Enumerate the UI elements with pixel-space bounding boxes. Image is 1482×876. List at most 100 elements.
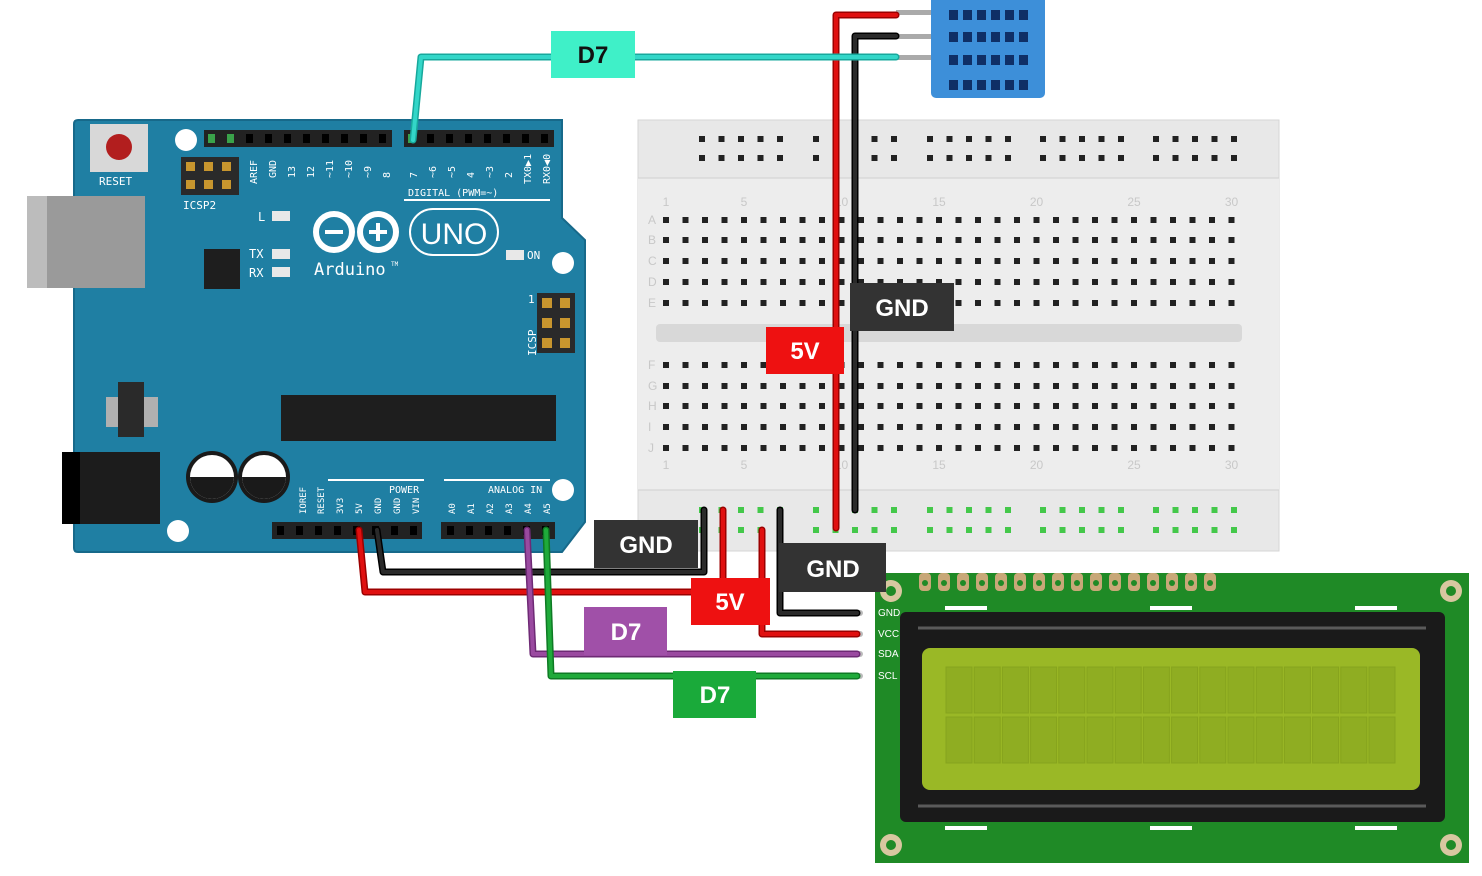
header-hole: [522, 134, 529, 143]
breadboard-hole: [877, 237, 884, 243]
icsp2-pin: [186, 162, 195, 171]
lcd-character-cell: [1340, 666, 1368, 714]
header-hole: [334, 526, 341, 535]
breadboard-hole: [663, 258, 669, 264]
breadboard-rail-hole: [1172, 527, 1179, 533]
arduino-brand-label: Arduino: [314, 260, 386, 280]
breadboard-hole: [799, 383, 806, 389]
led-tx-label: TX: [249, 247, 264, 261]
breadboard-rail-hole: [1231, 136, 1237, 142]
header-hole: [503, 134, 510, 143]
breadboard-rail-hole: [813, 155, 819, 161]
breadboard-hole: [1131, 383, 1137, 389]
header-hole: [360, 134, 367, 143]
breadboard-rail-hole: [699, 155, 705, 161]
breadboard-hole: [975, 258, 981, 264]
breadboard-rail-hole: [1231, 155, 1237, 161]
lcd-character-cell: [1001, 716, 1029, 764]
breadboard-hole: [897, 279, 903, 285]
wire-tag-breadboard-5v: 5V: [766, 327, 844, 374]
breadboard-hole: [936, 403, 942, 409]
breadboard-row-letter: E: [648, 296, 656, 310]
breadboard-hole: [682, 383, 689, 389]
breadboard-hole: [1209, 424, 1215, 430]
breadboard-hole: [702, 445, 708, 451]
dht-grill-slot: [1019, 10, 1028, 20]
dht-grill-slot: [1019, 32, 1028, 42]
breadboard-hole: [1053, 300, 1059, 306]
breadboard-rail-hole: [1118, 136, 1124, 142]
led-on-label: ON: [527, 249, 540, 262]
breadboard-hole: [741, 362, 747, 368]
breadboard-hole: [1209, 217, 1215, 223]
lcd-character-cell: [1030, 716, 1058, 764]
voltage-regulator: [118, 382, 144, 437]
breadboard-rail-hole: [1153, 527, 1159, 533]
breadboard-hole: [1131, 279, 1137, 285]
breadboard-hole: [1131, 237, 1137, 243]
breadboard-hole: [1014, 279, 1020, 285]
breadboard-hole: [799, 217, 806, 223]
power-pin-label: IOREF: [299, 487, 309, 514]
atmega-chip: [281, 395, 556, 441]
breadboard-hole: [799, 237, 806, 243]
breadboard-rail-hole: [891, 507, 897, 513]
breadboard-hole: [1092, 403, 1098, 409]
digital-pin-label: AREF: [249, 160, 260, 184]
breadboard-hole: [1228, 424, 1235, 430]
breadboard-hole: [1170, 445, 1176, 451]
dht-grill-slot: [1005, 55, 1014, 65]
header-hole: [391, 526, 398, 535]
breadboard-hole: [1111, 403, 1118, 409]
icsp-pin: [560, 298, 570, 308]
power-pin-label: 3V3: [336, 498, 346, 514]
led-l-label: L: [258, 210, 265, 224]
breadboard-hole: [1014, 300, 1020, 306]
breadboard-hole: [1092, 445, 1098, 451]
breadboard-row-letter: I: [648, 420, 651, 434]
breadboard-rail-hole: [777, 155, 783, 161]
breadboard-rail-hole: [1098, 507, 1105, 513]
breadboard-hole: [1033, 300, 1040, 306]
breadboard-hole: [760, 403, 767, 409]
breadboard-hole: [1111, 279, 1118, 285]
breadboard-hole: [741, 383, 747, 389]
breadboard-hole: [936, 258, 942, 264]
breadboard-hole: [1092, 279, 1098, 285]
header-hole: [465, 134, 472, 143]
breadboard-hole: [1131, 424, 1137, 430]
breadboard-hole: [1209, 403, 1215, 409]
lcd-character-cell: [1199, 716, 1227, 764]
breadboard-hole: [1131, 403, 1137, 409]
breadboard-hole: [819, 403, 825, 409]
breadboard-rail-hole: [1192, 155, 1198, 161]
breadboard-hole: [1053, 403, 1059, 409]
breadboard-hole: [1072, 258, 1079, 264]
breadboard-hole: [1189, 383, 1196, 389]
breadboard-rail-hole: [946, 155, 953, 161]
breadboard-row-letter: J: [648, 441, 654, 455]
breadboard-rail-hole: [1079, 507, 1085, 513]
breadboard-column-number: 5: [741, 458, 748, 472]
header-hole: [277, 526, 284, 535]
header-hole: [296, 526, 303, 535]
breadboard-hole: [663, 237, 669, 243]
breadboard-hole: [955, 445, 962, 451]
breadboard-hole: [682, 445, 689, 451]
breadboard-rail-hole: [813, 527, 819, 533]
breadboard-hole: [1150, 403, 1157, 409]
breadboard-hole: [1111, 217, 1118, 223]
digital-pin-label: 8: [382, 172, 393, 178]
breadboard-hole: [858, 279, 864, 285]
breadboard-hole: [838, 258, 845, 264]
breadboard-rail-hole: [966, 155, 972, 161]
breadboard-hole: [877, 424, 884, 430]
breadboard-hole: [780, 403, 786, 409]
breadboard-rail-hole: [1153, 136, 1159, 142]
breadboard-hole: [799, 403, 806, 409]
header-hole: [485, 526, 492, 535]
breadboard-hole: [936, 445, 942, 451]
mounting-hole: [167, 520, 189, 542]
wire-tag-scl: D7: [673, 671, 756, 718]
